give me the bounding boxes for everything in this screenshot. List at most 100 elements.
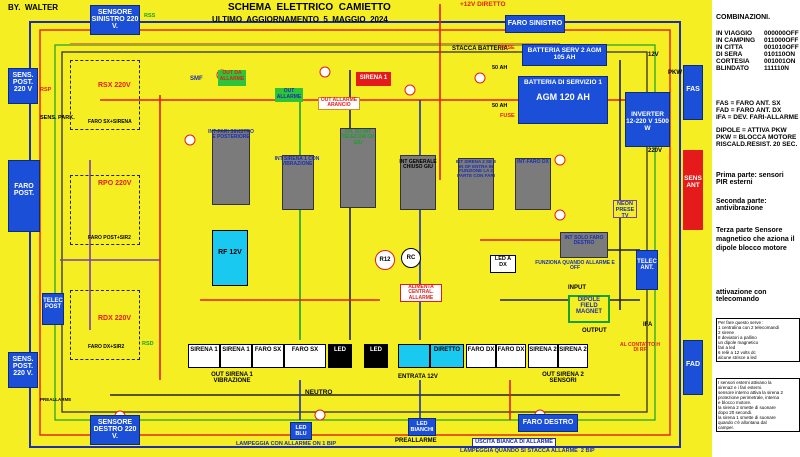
terminal-faro-dx-a: FARO DX bbox=[466, 344, 496, 368]
pkw-label: PKW bbox=[668, 70, 682, 76]
fuse-label-1: FUSE bbox=[500, 45, 515, 51]
battery-serv2: BATTERIA SERV 2 AGM 105 AH bbox=[522, 44, 607, 66]
switch-int-sirena1-label: INT SIRENA 1 CON VIBRAZIONE bbox=[274, 156, 320, 168]
inverter-220v-label: 220V bbox=[648, 148, 663, 154]
legend-notes2: I sensori esterni attivano la sirena2 e … bbox=[716, 378, 800, 432]
switch-ch-su-label: CH. SU INT TELECOM CH GIU bbox=[341, 129, 375, 146]
switch-int-sirena2[interactable] bbox=[458, 158, 494, 210]
legend-combo-row: CORTESIA 001001ON bbox=[716, 58, 795, 65]
out-allarme: OUT ALLARME bbox=[275, 88, 303, 102]
terminal-led-a: LED bbox=[328, 344, 352, 368]
terminal-sirena2-a: SIRENA 2 bbox=[528, 344, 558, 368]
terminal-entrata bbox=[398, 344, 430, 368]
faro-sinistro: FARO SINISTRO bbox=[505, 15, 565, 33]
switch-ch-su[interactable] bbox=[340, 128, 376, 208]
switch-int-faro-dx-label: INT-FARO DX bbox=[517, 159, 549, 165]
combo-name: CORTESIA bbox=[716, 58, 750, 65]
faro-destro: FARO DESTRO bbox=[518, 414, 578, 432]
legend-part1: Prima parte: sensori PIR esterni bbox=[716, 172, 784, 186]
fas-light: FAS bbox=[683, 65, 703, 120]
out-sirena1-label: OUT SIRENA 1 VIBRAZIONE bbox=[211, 372, 253, 385]
legend-combo-row: IN CAMPING 011000OFF bbox=[716, 37, 798, 44]
relay-rsx-label: RSX 220V bbox=[98, 82, 131, 89]
terminal-led-b: LED bbox=[364, 344, 388, 368]
sirena1-box: SIRENA 1 bbox=[356, 72, 391, 86]
terminal-faro-sx-a: FARO SX bbox=[252, 344, 284, 368]
out-da-allarme-green: OUT DA ALLARME bbox=[218, 70, 246, 86]
telec-post: TELEC POST bbox=[42, 293, 64, 325]
switch-int-fari[interactable] bbox=[212, 130, 250, 205]
combo-code: 111110N bbox=[764, 65, 789, 72]
relay-rdx-label: RDX 220V bbox=[98, 315, 132, 322]
legend-combo-row: DI SERA 010110ON bbox=[716, 51, 795, 58]
ah50-label-2: 50 AH bbox=[492, 103, 508, 109]
telec-ant: TELEC ANT. bbox=[636, 250, 658, 290]
combo-name: IN CAMPING bbox=[716, 37, 755, 44]
fuse-label-2: FUSE bbox=[500, 113, 515, 119]
switch-int-generale-label: INT GENERALE CHIUSO GIU bbox=[399, 159, 437, 171]
rsp-label: RSP bbox=[40, 87, 52, 93]
terminal-sirena1-b: SIRENA 1 bbox=[220, 344, 252, 368]
legend-def: RISCALD.RESIST. 20 SEC. bbox=[716, 141, 798, 148]
relay-rsx-frame bbox=[70, 60, 140, 130]
lamp2-label: LAMPEGGIA QUANDO SI STACCA ALLARME 2 BIP bbox=[460, 448, 595, 454]
relay-rpo-sublabel: FARO POST+SIR2 bbox=[88, 235, 131, 241]
inverter-12v-label: 12V bbox=[648, 52, 659, 58]
input-label: INPUT bbox=[568, 285, 586, 291]
switch-int-generale[interactable] bbox=[400, 155, 436, 210]
alimenta-label: ALIMENTA CENTRAL. ALLARME bbox=[400, 284, 442, 302]
plus12-direct-label: +12V DIRETTO bbox=[460, 1, 506, 8]
combo-name: IN VIAGGIO bbox=[716, 30, 753, 37]
combo-name: IN CITTA bbox=[716, 44, 743, 51]
sensor-left-post: SENS. POST. 220 V bbox=[8, 68, 38, 104]
terminal-faro-sx-b: FARO SX bbox=[284, 344, 326, 368]
legend-notes: Per fare questo serve : 1 centralina con… bbox=[716, 318, 800, 362]
battery-agm-label: AGM 120 AH bbox=[536, 92, 590, 102]
switch-int-faro-dx[interactable] bbox=[515, 158, 551, 210]
fad-light: FAD bbox=[683, 340, 703, 395]
legend-def: FAD = FARO ANT. DX bbox=[716, 107, 782, 114]
page-title: SCHEMA ELETTRICO CAMIETTO bbox=[228, 2, 391, 13]
sensor-left-top: SENSORE SINISTRO 220 V. bbox=[90, 5, 140, 35]
legend-part3: Terza parte Sensore magnetico che aziona… bbox=[716, 227, 795, 253]
legend-combo-list: IN VIAGGIO 000000OFF IN CAMPING 011000OF… bbox=[716, 30, 799, 72]
battery-serv1-label: BATTERIA DI SERVIZIO 1 bbox=[524, 79, 602, 86]
legend-combo-row: BLINDATO 111110N bbox=[716, 65, 789, 72]
page-subtitle: ULTIMO AGGIORNAMENTO 5 MAGGIO 2024 bbox=[212, 15, 388, 24]
preallarme-label: PREALLARME bbox=[395, 438, 437, 444]
sensor-left-post-2: SENS. POST. 220 V. bbox=[8, 352, 38, 388]
combo-name: DI SERA bbox=[716, 51, 743, 58]
switch-int-sirena2-label: INT SIRENA 2 SE E IN OF ENTRA IN FUNZION… bbox=[455, 159, 497, 179]
legend-heading: COMBINAZIONI. bbox=[716, 14, 771, 21]
switch-int-solo-faro-label: INT SOLO FARO DESTRO bbox=[564, 235, 604, 247]
preallarme-label-left: PREALLARME bbox=[40, 397, 72, 402]
battery-serv1: BATTERIA DI SERVIZIO 1 AGM 120 AH bbox=[518, 76, 608, 124]
funzione-label: FUNZIONA QUANDO ALLARME E OFF bbox=[535, 260, 615, 272]
author-label: BY. WALTER bbox=[8, 3, 59, 12]
terminal-diretto: DIRETTO bbox=[430, 344, 464, 368]
combo-code: 000000OFF bbox=[764, 30, 799, 37]
ifa-label: IFA bbox=[643, 322, 653, 328]
dipole-magnet: DIPOLE FIELD MAGNET bbox=[568, 295, 610, 323]
combo-code: 001001ON bbox=[764, 58, 796, 65]
sens-ant: SENS ANT bbox=[683, 150, 703, 230]
neon-prese: NEON PRESE TV bbox=[613, 200, 637, 219]
terminal-faro-dx-b: FARO DX bbox=[496, 344, 526, 368]
relay-rf: RF 12V bbox=[212, 230, 248, 286]
legend-part4: attivazione con telecomando bbox=[716, 289, 767, 303]
out-allarme-arancio: OUT ALLARME ARANCIO bbox=[318, 97, 360, 110]
legend-definitions: FAS = FARO ANT. SX FAD = FARO ANT. DX IF… bbox=[716, 100, 798, 148]
r12-coil: R12 bbox=[375, 250, 395, 270]
relay-rdx-sublabel: FARO DX+SIR2 bbox=[88, 344, 125, 350]
ah50-label-1: 50 AH bbox=[492, 65, 508, 71]
entrata-label: ENTRATA 12V bbox=[398, 374, 438, 380]
switch-int-fari-label: INT-FARI SINISTRO E POSTERIORE bbox=[208, 129, 254, 141]
smf-label: SMF bbox=[190, 76, 203, 82]
combo-code: 001010OFF bbox=[764, 44, 799, 51]
rc-coil: RC bbox=[401, 248, 421, 268]
neutro-label: NEUTRO bbox=[305, 389, 333, 396]
legend-def: PKW = BLOCCA MOTORE bbox=[716, 134, 797, 141]
switch-int-solo-faro[interactable] bbox=[560, 232, 608, 258]
legend-combo-row: IN CITTA 001010OFF bbox=[716, 44, 799, 51]
switch-int-sirena1[interactable] bbox=[282, 155, 314, 210]
